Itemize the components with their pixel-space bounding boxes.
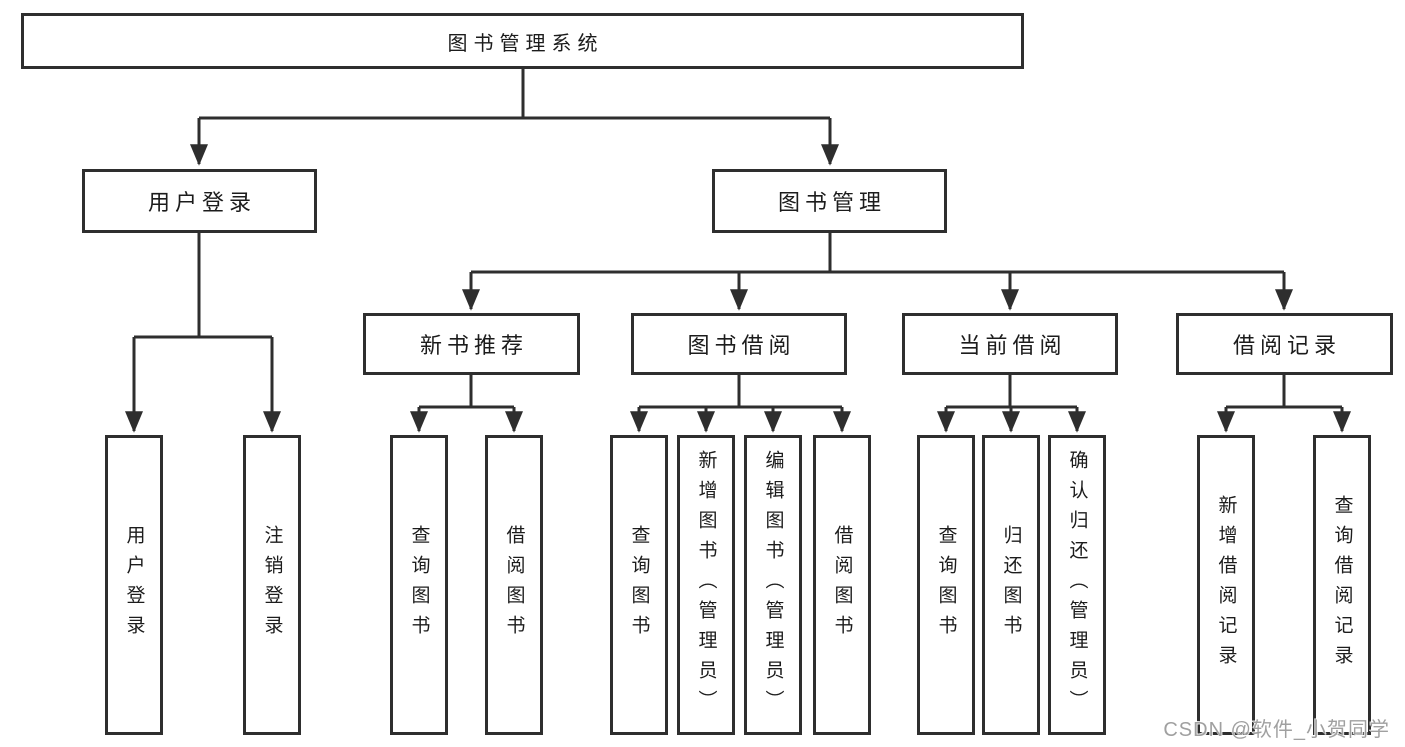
leaf-current-query-books-label: 查询图书 — [935, 525, 957, 645]
node-borrow-records-label: 借阅记录 — [1232, 333, 1341, 358]
node-new-book-recommend-label: 新书推荐 — [419, 333, 528, 358]
leaf-borrow-query-books: 查询图书 — [610, 435, 668, 735]
leaf-current-return-books-label: 归还图书 — [1000, 525, 1022, 645]
leaf-current-return-books: 归还图书 — [982, 435, 1040, 735]
leaf-borrow-borrow-books-label: 借阅图书 — [831, 525, 853, 645]
node-book-borrow: 图书借阅 — [631, 313, 847, 375]
leaf-recommend-borrow-books: 借阅图书 — [485, 435, 543, 735]
leaf-records-add-record-label: 新增借阅记录 — [1215, 495, 1237, 675]
node-current-borrow: 当前借阅 — [902, 313, 1118, 375]
leaf-records-query-record: 查询借阅记录 — [1313, 435, 1371, 735]
leaf-borrow-edit-books-admin: 编辑图书（管理员） — [744, 435, 802, 735]
node-user-login-label: 用户登录 — [147, 190, 256, 215]
node-user-login: 用户登录 — [82, 169, 317, 233]
leaf-user-login: 用户登录 — [105, 435, 163, 735]
node-root-label: 图书管理系统 — [447, 32, 604, 55]
leaf-current-confirm-return-admin-label: 确认归还（管理员） — [1066, 450, 1088, 720]
leaf-borrow-query-books-label: 查询图书 — [628, 525, 650, 645]
leaf-logout: 注销登录 — [243, 435, 301, 735]
node-book-management-label: 图书管理 — [777, 190, 886, 215]
leaf-current-confirm-return-admin: 确认归还（管理员） — [1048, 435, 1106, 735]
leaf-borrow-edit-books-admin-label: 编辑图书（管理员） — [762, 450, 784, 720]
leaf-recommend-query-books: 查询图书 — [390, 435, 448, 735]
leaf-borrow-borrow-books: 借阅图书 — [813, 435, 871, 735]
leaf-borrow-add-books-admin-label: 新增图书（管理员） — [695, 450, 717, 720]
leaf-records-add-record: 新增借阅记录 — [1197, 435, 1255, 735]
node-book-borrow-label: 图书借阅 — [687, 333, 796, 358]
leaf-recommend-query-books-label: 查询图书 — [408, 525, 430, 645]
leaf-current-query-books: 查询图书 — [917, 435, 975, 735]
watermark: CSDN @软件_小贺同学 — [1163, 719, 1390, 741]
node-root: 图书管理系统 — [21, 13, 1024, 69]
node-current-borrow-label: 当前借阅 — [958, 333, 1067, 358]
leaf-borrow-add-books-admin: 新增图书（管理员） — [677, 435, 735, 735]
leaf-user-login-label: 用户登录 — [123, 525, 145, 645]
node-book-management: 图书管理 — [712, 169, 947, 233]
leaf-records-query-record-label: 查询借阅记录 — [1331, 495, 1353, 675]
leaf-logout-label: 注销登录 — [261, 525, 283, 645]
node-borrow-records: 借阅记录 — [1176, 313, 1393, 375]
node-new-book-recommend: 新书推荐 — [363, 313, 580, 375]
leaf-recommend-borrow-books-label: 借阅图书 — [503, 525, 525, 645]
